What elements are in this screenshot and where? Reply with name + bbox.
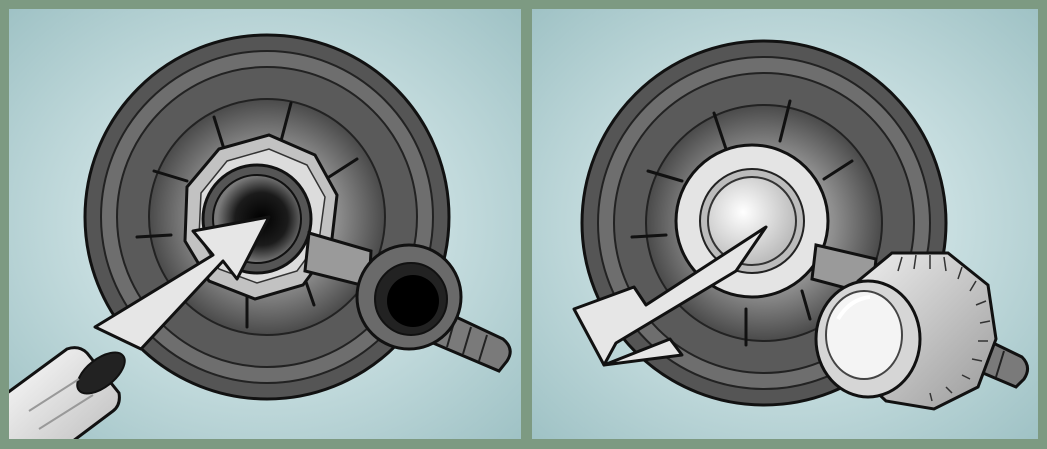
cap-drain-panel	[532, 9, 1038, 439]
attach-hose-illustration	[9, 9, 521, 439]
attach-hose-panel	[9, 9, 521, 439]
hose-icon	[9, 345, 132, 439]
drain-valve-icon	[85, 35, 510, 399]
cap-drain-illustration	[532, 9, 1038, 439]
